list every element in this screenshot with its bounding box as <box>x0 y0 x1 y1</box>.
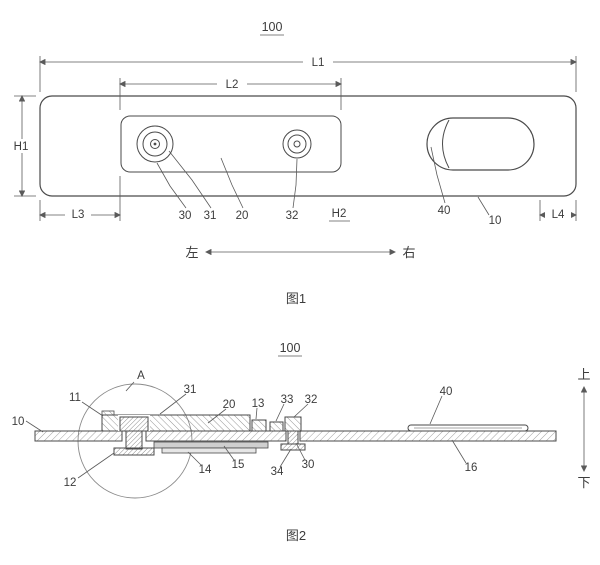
fig2-ref-number: 100 <box>280 341 301 355</box>
dim-label-h1: H1 <box>14 141 29 153</box>
figure-1: 100 <box>8 20 577 306</box>
fig1-ref-number: 100 <box>262 20 283 34</box>
part-label-33: 33 <box>281 394 294 406</box>
part-label-10: 10 <box>12 416 25 428</box>
dim-label-l3: L3 <box>72 209 85 221</box>
leader-lines <box>25 393 467 479</box>
part-label-40: 40 <box>438 205 451 217</box>
dim-label-l1: L1 <box>312 57 325 69</box>
direction-label-up: 上 <box>577 367 590 382</box>
part-label-15: 15 <box>232 459 245 471</box>
bracket-assembly-section <box>101 410 306 456</box>
fig2-caption: 图2 <box>286 528 306 543</box>
part-label-11: 11 <box>69 392 81 404</box>
detail-a-tick <box>125 381 135 392</box>
dim-label-h2: H2 <box>332 208 347 220</box>
strip-40-section <box>407 424 529 432</box>
direction-label-down: 下 <box>577 475 590 490</box>
part-label-16: 16 <box>465 462 478 474</box>
part-label-30: 30 <box>179 210 192 222</box>
direction-label-left: 左 <box>185 245 198 260</box>
part-label-32: 32 <box>305 394 318 406</box>
part-label-20: 20 <box>236 210 249 222</box>
part-label-31: 31 <box>184 384 197 396</box>
part-label-40: 40 <box>440 386 453 398</box>
direction-label-right: 右 <box>402 245 415 260</box>
dimension-lines <box>8 54 577 222</box>
fig1-caption: 图1 <box>286 291 306 306</box>
figure-2: 100 A <box>12 341 591 543</box>
plate-outline <box>39 95 577 197</box>
part-label-13: 13 <box>252 398 265 410</box>
detail-label-a: A <box>137 370 145 382</box>
part-label-31: 31 <box>204 210 217 222</box>
part-label-32: 32 <box>286 210 299 222</box>
camera-hole-right <box>282 129 312 159</box>
part-label-30: 30 <box>302 459 315 471</box>
part-label-14: 14 <box>199 464 212 476</box>
part-label-12: 12 <box>64 477 77 489</box>
leader-lines <box>156 146 490 216</box>
dim-label-l2: L2 <box>226 79 239 91</box>
part-label-20: 20 <box>223 399 236 411</box>
camera-hole-left <box>136 125 174 163</box>
part-label-10: 10 <box>489 215 502 227</box>
dim-label-l4: L4 <box>552 209 565 221</box>
part-label-34: 34 <box>271 466 284 478</box>
